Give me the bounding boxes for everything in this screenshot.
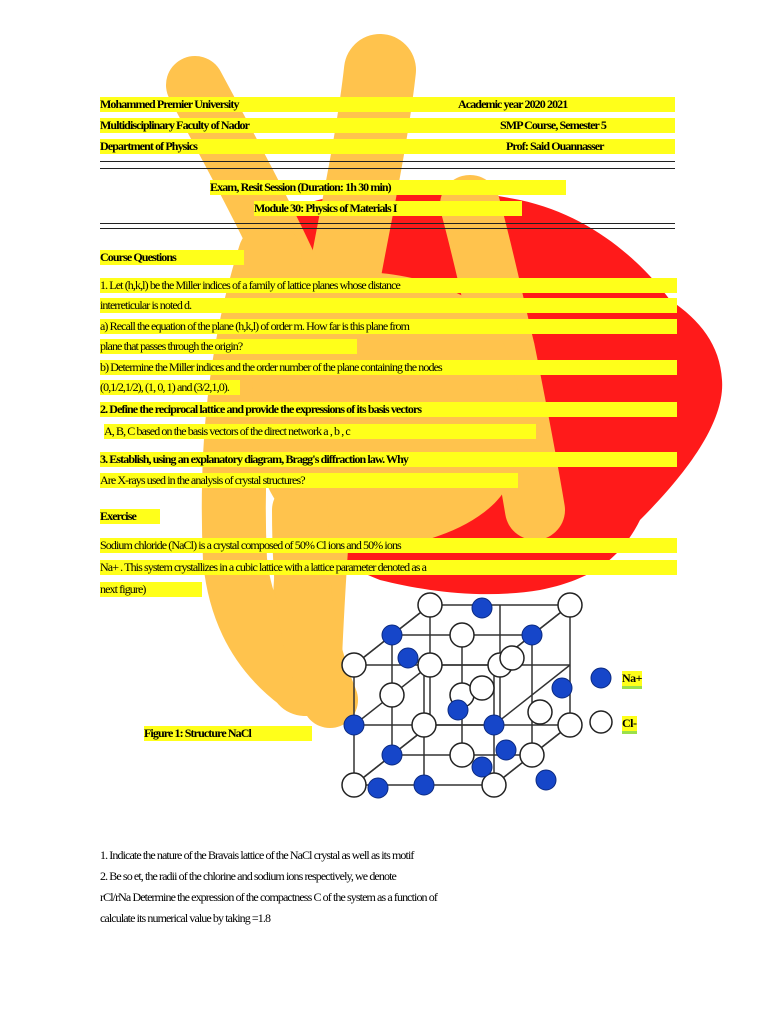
na-ion: [551, 677, 573, 699]
na-ion: [397, 647, 419, 669]
cl-ion: [341, 772, 367, 798]
course-questions-title: Course Questions: [100, 250, 244, 265]
na-ion: [495, 739, 517, 761]
legend-cl-symbol: [589, 710, 613, 734]
cl-ion: [557, 592, 583, 618]
cl-ion: [417, 652, 443, 678]
cl-ion: [469, 675, 495, 701]
department-name: Department of Physics: [100, 139, 198, 153]
cl-ion: [499, 645, 525, 671]
exercise-question-1: 1. Indicate the nature of the Bravais la…: [100, 848, 414, 862]
na-ion: [381, 744, 403, 766]
na-ion: [413, 774, 435, 796]
question-3-line-1: 3. Establish, using an explanatory diagr…: [100, 452, 677, 467]
na-ion: [521, 624, 543, 646]
question-1a-line-2: plane that passes through the origin?: [100, 339, 357, 354]
cl-ion: [557, 712, 583, 738]
exercise-title: Exercise: [100, 509, 160, 524]
na-ion: [535, 769, 557, 791]
cl-ion: [481, 772, 507, 798]
cl-ion: [411, 712, 437, 738]
exam-module: Module 30: Physics of Materials I: [254, 201, 522, 216]
cl-ion: [449, 742, 475, 768]
header-divider-top: [100, 161, 675, 162]
header-row-3: Department of Physics Prof: Said Ouannas…: [100, 139, 675, 154]
cl-ion: [379, 682, 405, 708]
sodium-ions: [343, 597, 573, 799]
legend-cl-label: Cl-: [622, 716, 637, 731]
question-1-line-2: interreticular is noted d.: [100, 298, 677, 313]
legend-symbols: [589, 667, 613, 734]
exercise-paragraph-line-1: Sodium chloride (NaCl) is a crystal comp…: [100, 538, 677, 553]
exercise-question-2-line-3: calculate its numerical value by taking …: [100, 911, 271, 925]
na-ion: [381, 624, 403, 646]
legend-na-label: Na+: [622, 671, 643, 686]
header-row-2: Multidisciplinary Faculty of Nador SMP C…: [100, 118, 675, 133]
header-row-1: Mohammed Premier University Academic yea…: [100, 97, 675, 112]
chloride-ions: [341, 592, 583, 798]
course-name: SMP Course, Semester 5: [500, 118, 607, 132]
exercise-paragraph-line-2: Na+ . This system crystallizes in a cubi…: [100, 560, 677, 575]
faculty-name: Multidisciplinary Faculty of Nador: [100, 118, 250, 132]
question-1a-line-1: a) Recall the equation of the plane (h,k…: [100, 319, 677, 334]
finger-paint-stroke-5: [272, 482, 358, 728]
professor-name: Prof: Said Ouannasser: [506, 139, 604, 153]
question-1-line-1: 1. Let (h,k,l) be the Miller indices of …: [100, 278, 677, 293]
figure-caption: Figure 1: Structure NaCl: [144, 726, 312, 741]
question-2-subline: A, B, C based on the basis vectors of th…: [104, 424, 536, 439]
question-3-line-2: Are X-rays used in the analysis of cryst…: [100, 473, 518, 488]
na-ion: [483, 714, 505, 736]
header-divider-bottom: [100, 168, 675, 169]
cl-ion: [519, 742, 545, 768]
university-name: Mohammed Premier University: [100, 97, 239, 111]
na-ion: [343, 714, 365, 736]
nacl-lattice-figure: [341, 592, 583, 799]
exam-session: Exam, Resit Session (Duration: 1h 30 min…: [210, 180, 566, 195]
cl-ion: [417, 592, 443, 618]
question-1b-line-1: b) Determine the Miller indices and the …: [100, 360, 677, 375]
cl-ion: [341, 652, 367, 678]
question-2: 2. Define the reciprocal lattice and pro…: [100, 402, 677, 417]
exercise-question-2-line-1: 2. Be so et, the radii of the chlorine a…: [100, 869, 397, 883]
exercise-question-2-line-2: rCl/rNa Determine the expression of the …: [100, 890, 438, 904]
module-divider: [100, 223, 675, 229]
exercise-paragraph-line-3: next figure): [100, 582, 202, 597]
academic-year: Academic year 2020 2021: [458, 97, 568, 111]
question-1b-line-2: (0,1/2,1/2), (1, 0, 1) and (3/2,1,0).: [100, 380, 240, 395]
cl-ion: [449, 622, 475, 648]
na-ion: [471, 597, 493, 619]
na-ion: [447, 699, 469, 721]
na-ion: [367, 777, 389, 799]
cl-ion: [527, 699, 553, 725]
legend-na-symbol: [590, 667, 612, 689]
na-ion: [471, 756, 493, 778]
